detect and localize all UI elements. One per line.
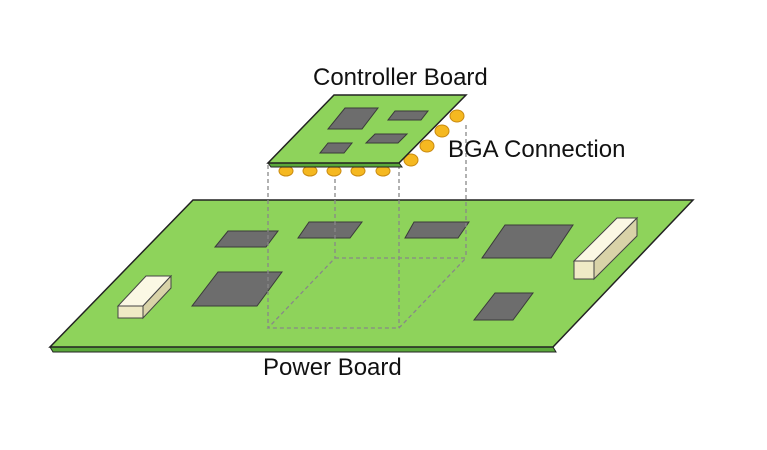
controller-chip-4 — [318, 142, 354, 154]
power-chip-4 — [481, 224, 574, 259]
connector-left — [116, 274, 173, 320]
power-board — [48, 199, 695, 353]
power-chip-3 — [404, 221, 470, 239]
bga-balls-front — [278, 165, 391, 177]
controller-chip-1 — [326, 107, 380, 130]
controller-board — [266, 94, 468, 177]
bga-balls-side — [403, 109, 465, 167]
projection-guides — [267, 125, 467, 328]
controller-board-label: Controller Board — [313, 64, 488, 91]
connector-right — [572, 216, 639, 281]
power-chip-5 — [190, 271, 283, 307]
power-board-label: Power Board — [263, 354, 402, 381]
controller-chip-2 — [386, 110, 430, 121]
controller-chip-3 — [364, 133, 409, 144]
power-chip-2 — [297, 221, 363, 239]
power-chip-1 — [213, 230, 279, 248]
bga-connection-label: BGA Connection — [448, 136, 626, 163]
power-chip-6 — [472, 292, 534, 321]
